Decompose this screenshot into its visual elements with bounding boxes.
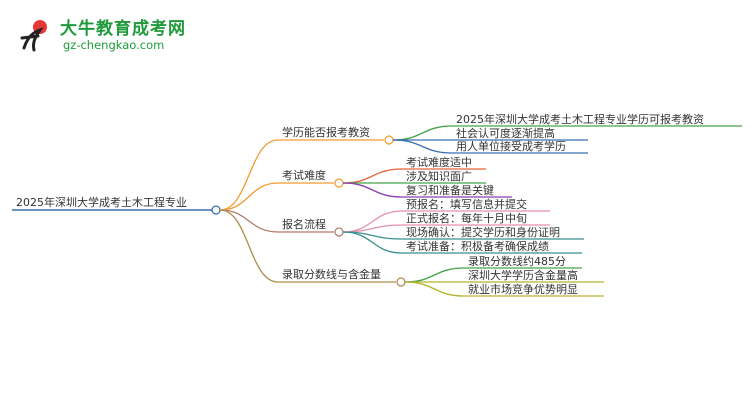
branch-2-link — [219, 209, 279, 233]
branch-3-label: 录取分数线与含金量 — [282, 267, 381, 281]
branch-1-link — [219, 182, 279, 211]
branch-1-child-0-label: 考试难度适中 — [406, 155, 472, 169]
branch-0-child-2-link — [392, 139, 453, 154]
branch-2-child-2-label: 现场确认：提交学历和身份证明 — [406, 225, 560, 239]
branch-1-child-2-link — [342, 182, 403, 198]
root-node-label: 2025年深圳大学成考土木工程专业 — [16, 195, 187, 209]
branch-3-child-0-label: 录取分数线约485分 — [468, 254, 566, 268]
branch-2-connector — [334, 227, 344, 237]
branch-2-child-3-link — [342, 231, 403, 254]
branch-0-link — [219, 139, 279, 211]
logo-url: gz-chengkao.com — [63, 38, 165, 52]
branch-3-link — [219, 209, 279, 283]
branch-2-child-1-label: 正式报名：每年十月中旬 — [406, 211, 527, 225]
logo: 大牛教育成考网 gz-chengkao.com — [14, 12, 186, 58]
bull-logo-icon — [20, 20, 47, 52]
branch-1-child-1-label: 涉及知识面广 — [406, 169, 472, 183]
branch-3-child-1-label: 深圳大学学历含金量高 — [468, 268, 578, 282]
branch-3-child-0-link — [404, 267, 465, 283]
logo-title: 大牛教育成考网 — [60, 19, 186, 39]
branch-1-label: 考试难度 — [282, 168, 326, 182]
branch-2-child-3-label: 考试准备：积极备考确保成绩 — [406, 239, 549, 253]
branch-3-child-2-label: 就业市场竞争优势明显 — [468, 282, 578, 296]
branch-0-connector — [384, 135, 394, 145]
branch-2-label: 报名流程 — [282, 217, 326, 231]
branch-0-child-0-link — [392, 125, 453, 141]
branch-0-label: 学历能否报考教资 — [282, 125, 370, 139]
root-node-connector — [211, 205, 221, 215]
branch-2-child-0-label: 预报名：填写信息并提交 — [406, 197, 527, 211]
branch-1-child-0-link — [342, 168, 403, 184]
branch-0-child-0-label: 2025年深圳大学成考土木工程专业学历可报考教资 — [456, 112, 704, 126]
branch-0-child-1-label: 社会认可度逐渐提高 — [456, 126, 555, 140]
branch-1-child-2-label: 复习和准备是关键 — [406, 183, 494, 197]
branch-3-connector — [396, 277, 406, 287]
branch-0-child-2-label: 用人单位接受成考学历 — [456, 139, 566, 153]
branch-3-child-2-link — [404, 281, 465, 297]
branch-1-connector — [334, 178, 344, 188]
